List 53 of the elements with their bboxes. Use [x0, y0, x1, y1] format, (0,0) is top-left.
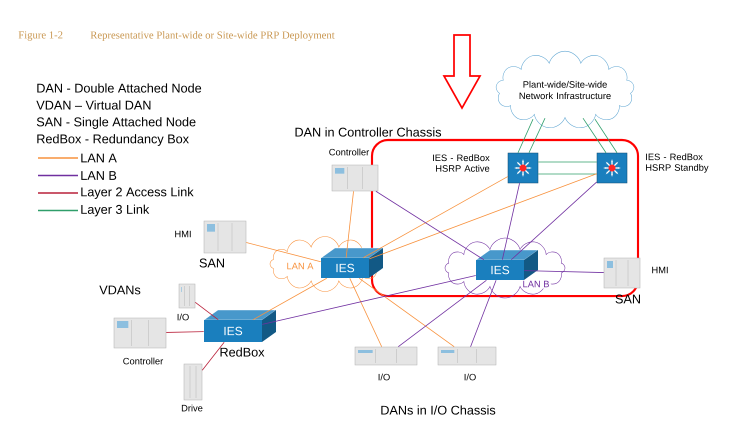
switch-drawing: IES	[320, 248, 384, 278]
device-caption: SAN	[200, 258, 224, 268]
legend-text: LAN B	[81, 171, 116, 180]
definition-text: DAN - Double Attached Node	[37, 83, 202, 93]
legend-text: LAN A	[81, 154, 117, 162]
link-line	[362, 176, 508, 258]
device-caption: SAN	[616, 294, 640, 304]
definition-text: RedBox - Redundancy Box	[37, 134, 189, 146]
section-label: DANs in I/O Chassis	[381, 405, 496, 415]
link-line	[510, 182, 598, 260]
link-line	[398, 280, 487, 348]
link-line	[194, 302, 219, 320]
link-line	[368, 173, 598, 260]
device-label: HMI	[652, 266, 668, 274]
link-line	[262, 275, 476, 325]
link-line	[528, 118, 546, 154]
section-label: DAN in Controller Chassis	[296, 127, 442, 137]
link-line	[346, 190, 354, 258]
link-line	[582, 118, 606, 154]
link-line	[502, 182, 520, 260]
link-line	[594, 118, 618, 154]
definition-text: SAN - Single Attached Node	[36, 117, 196, 129]
device-label: I/O	[378, 374, 390, 380]
figure-title: Representative Plant-wide or Site-wide PRP Deployment	[90, 31, 335, 41]
link-line	[349, 278, 382, 348]
legend-text: Layer 3 Link	[81, 204, 150, 216]
network-cloud: Plant-wide/Site-wide Network Infrastructure	[496, 50, 634, 128]
device-label: Controller	[123, 358, 164, 364]
link-line	[376, 190, 484, 260]
link-line	[166, 331, 204, 333]
figure-number: Figure 1-2	[18, 31, 62, 41]
lan-label: LAN A	[285, 261, 315, 271]
link-line	[524, 270, 604, 273]
link-line	[246, 242, 322, 262]
switch-drawing: IES	[476, 250, 538, 280]
device-label: I/O	[178, 314, 189, 320]
legend-text: Layer 2 Access Link	[81, 187, 194, 199]
lan-label: LAN B	[521, 279, 551, 289]
switch-caption: RedBox	[220, 347, 264, 357]
link-line	[252, 278, 328, 320]
definition-text: VDAN – Virtual DAN	[36, 100, 150, 110]
link-line	[202, 342, 225, 371]
device-label: IES - RedBox HSRP Active	[433, 154, 490, 172]
device-label: IES - RedBox HSRP Standby	[646, 153, 709, 173]
device-label: I/O	[464, 374, 476, 380]
link-line	[358, 278, 455, 348]
link-line	[470, 280, 496, 348]
device-label: Drive	[182, 404, 202, 412]
device-label: Controller	[329, 148, 370, 156]
switch-drawing: IES	[204, 310, 276, 342]
device-label: HMI	[175, 230, 191, 238]
section-label: VDANs	[99, 286, 140, 294]
link-line	[518, 118, 534, 154]
